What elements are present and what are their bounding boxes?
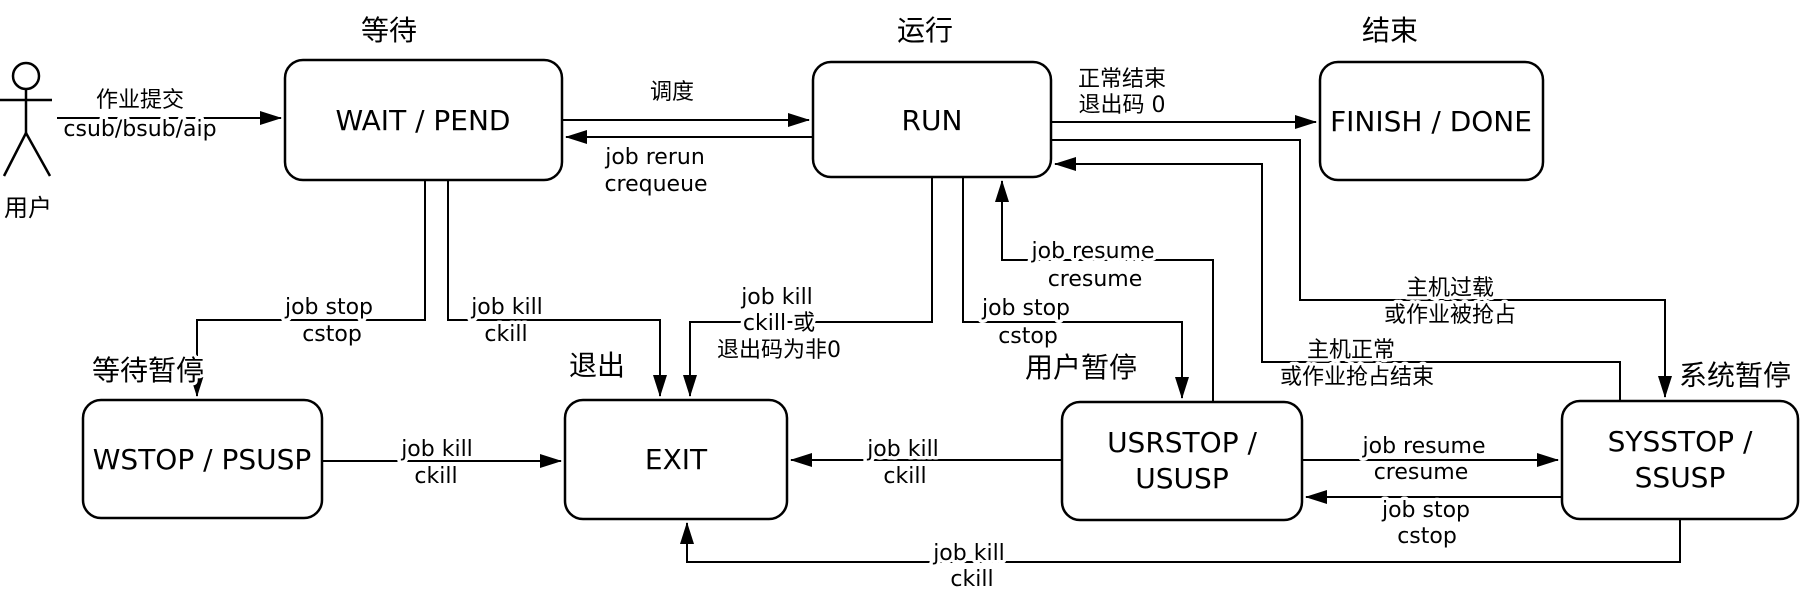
- edge-run-to-sysstop-label-1: 主机过载: [1406, 276, 1494, 301]
- title-finish: 结束: [1362, 14, 1418, 47]
- edge-usrstop-to-sysstop-label-2: cresume: [1374, 460, 1469, 485]
- state-wstop: WSTOP / PSUSP: [81, 398, 324, 520]
- edge-usrstop-to-run-label-2: cresume: [1048, 267, 1143, 292]
- state-wstop-label: WSTOP / PSUSP: [93, 443, 312, 476]
- title-wstop: 等待暂停: [92, 354, 204, 387]
- edge-sysstop-to-exit: [680, 519, 1681, 563]
- state-sysstop-label-line2: SSUSP: [1635, 461, 1726, 494]
- edge-run-to-sysstop: [1051, 139, 1672, 398]
- edge-labels: 作业提交 csub/bsub/aip 调度 job rerun crequeue…: [60, 64, 1520, 590]
- actor-head: [11, 61, 41, 91]
- edge-run-to-exit-label-3: 退出码为非0: [717, 338, 841, 363]
- edge-run-to-wait-label-2: crequeue: [604, 172, 707, 197]
- edge-wstop-to-exit-label-1: job kill: [400, 437, 473, 462]
- title-usrstop: 用户暂停: [1025, 351, 1137, 384]
- edge-wait-to-exit: [447, 180, 667, 397]
- edge-wait-to-exit-label-2: ckill: [484, 322, 527, 347]
- edge-sysstop-to-usrstop-label-2: cstop: [1397, 524, 1457, 549]
- edge-run-to-exit-label-2: ckill 或: [743, 311, 815, 336]
- state-sysstop-box: [1560, 399, 1800, 521]
- state-finish-box: [1318, 60, 1545, 182]
- edge-usrstop-to-exit-label-1: job kill: [866, 437, 939, 462]
- edge-user-to-wait-label-2: csub/bsub/aip: [63, 117, 216, 142]
- edge-usrstop-to-exit-label-2: ckill: [883, 464, 926, 489]
- state-usrstop-label-line2: USUSP: [1135, 462, 1228, 495]
- state-sysstop: SYSSTOP / SSUSP: [1560, 399, 1800, 521]
- edge-run-to-finish-label-1: 正常结束: [1078, 67, 1166, 92]
- edge-sysstop-to-exit-label-1: job kill: [932, 541, 1005, 566]
- state-usrstop-label-line1: USRSTOP /: [1107, 426, 1257, 459]
- title-sysstop: 系统暂停: [1679, 359, 1791, 392]
- edge-run-to-exit: [683, 177, 933, 397]
- state-run-box: [811, 60, 1053, 179]
- edge-run-to-usrstop: [962, 177, 1189, 399]
- states: WAIT / PEND RUN FINISH / DONE WSTOP / PS…: [81, 58, 1800, 522]
- state-exit: EXIT: [563, 398, 789, 521]
- edge-wait-to-exit-label-1: job kill: [470, 295, 543, 320]
- state-titles: 等待 运行 结束 等待暂停 退出 用户暂停 系统暂停: [89, 11, 1794, 395]
- state-exit-box: [563, 398, 789, 521]
- state-wait: WAIT / PEND: [283, 58, 564, 182]
- edge-run-to-sysstop-label-2: 或作业被抢占: [1384, 303, 1516, 328]
- edges: [57, 111, 1681, 563]
- edge-user-to-wait-label-1: 作业提交: [96, 88, 184, 113]
- edge-wait-to-run-label-1: 调度: [650, 80, 694, 105]
- edge-usrstop-to-sysstop-label-1: job resume: [1362, 434, 1486, 459]
- title-exit: 退出: [569, 349, 625, 382]
- edge-sysstop-to-exit-label-2: ckill: [950, 567, 993, 590]
- user-actor-icon: 用户: [0, 61, 52, 222]
- edge-run-to-usrstop-label-2: cstop: [998, 324, 1058, 349]
- edge-usrstop-to-run: [995, 180, 1214, 402]
- actor-label: 用户: [4, 194, 52, 222]
- title-wait: 等待: [361, 14, 417, 47]
- state-wstop-box: [81, 398, 324, 520]
- state-finish: FINISH / DONE: [1318, 60, 1545, 182]
- title-run: 运行: [897, 14, 953, 47]
- state-run-label: RUN: [902, 104, 963, 137]
- edge-usrstop-to-run-label-1: job resume: [1031, 239, 1155, 264]
- edge-run-to-wait-label-1: job rerun: [604, 145, 705, 170]
- edge-sysstop-to-run: [1054, 157, 1621, 401]
- edge-wait-to-wstop: [190, 180, 426, 397]
- state-wait-box: [283, 58, 564, 182]
- state-sysstop-label-line1: SYSSTOP /: [1608, 425, 1753, 458]
- edge-run-to-finish-label-2: 退出码 0: [1079, 93, 1166, 118]
- state-usrstop-box: [1060, 400, 1304, 522]
- state-run: RUN: [811, 60, 1053, 179]
- edge-sysstop-to-run-label-2: 或作业抢占结束: [1280, 365, 1434, 390]
- state-finish-label: FINISH / DONE: [1330, 105, 1532, 138]
- edge-wait-to-wstop-label-1: job stop: [284, 295, 373, 320]
- state-usrstop: USRSTOP / USUSP: [1060, 400, 1304, 522]
- edge-wait-to-wstop-label-2: cstop: [302, 322, 362, 347]
- state-exit-label: EXIT: [645, 443, 708, 476]
- edge-sysstop-to-usrstop-label-1: job stop: [1381, 498, 1470, 523]
- edge-run-to-exit-label-1: job kill: [740, 285, 813, 310]
- state-wait-label: WAIT / PEND: [336, 104, 511, 137]
- edge-wstop-to-exit-label-2: ckill: [414, 464, 457, 489]
- edge-sysstop-to-run-label-1: 主机正常: [1307, 338, 1395, 363]
- actor-legs: [2, 132, 52, 177]
- edge-run-to-usrstop-label-1: job stop: [981, 296, 1070, 321]
